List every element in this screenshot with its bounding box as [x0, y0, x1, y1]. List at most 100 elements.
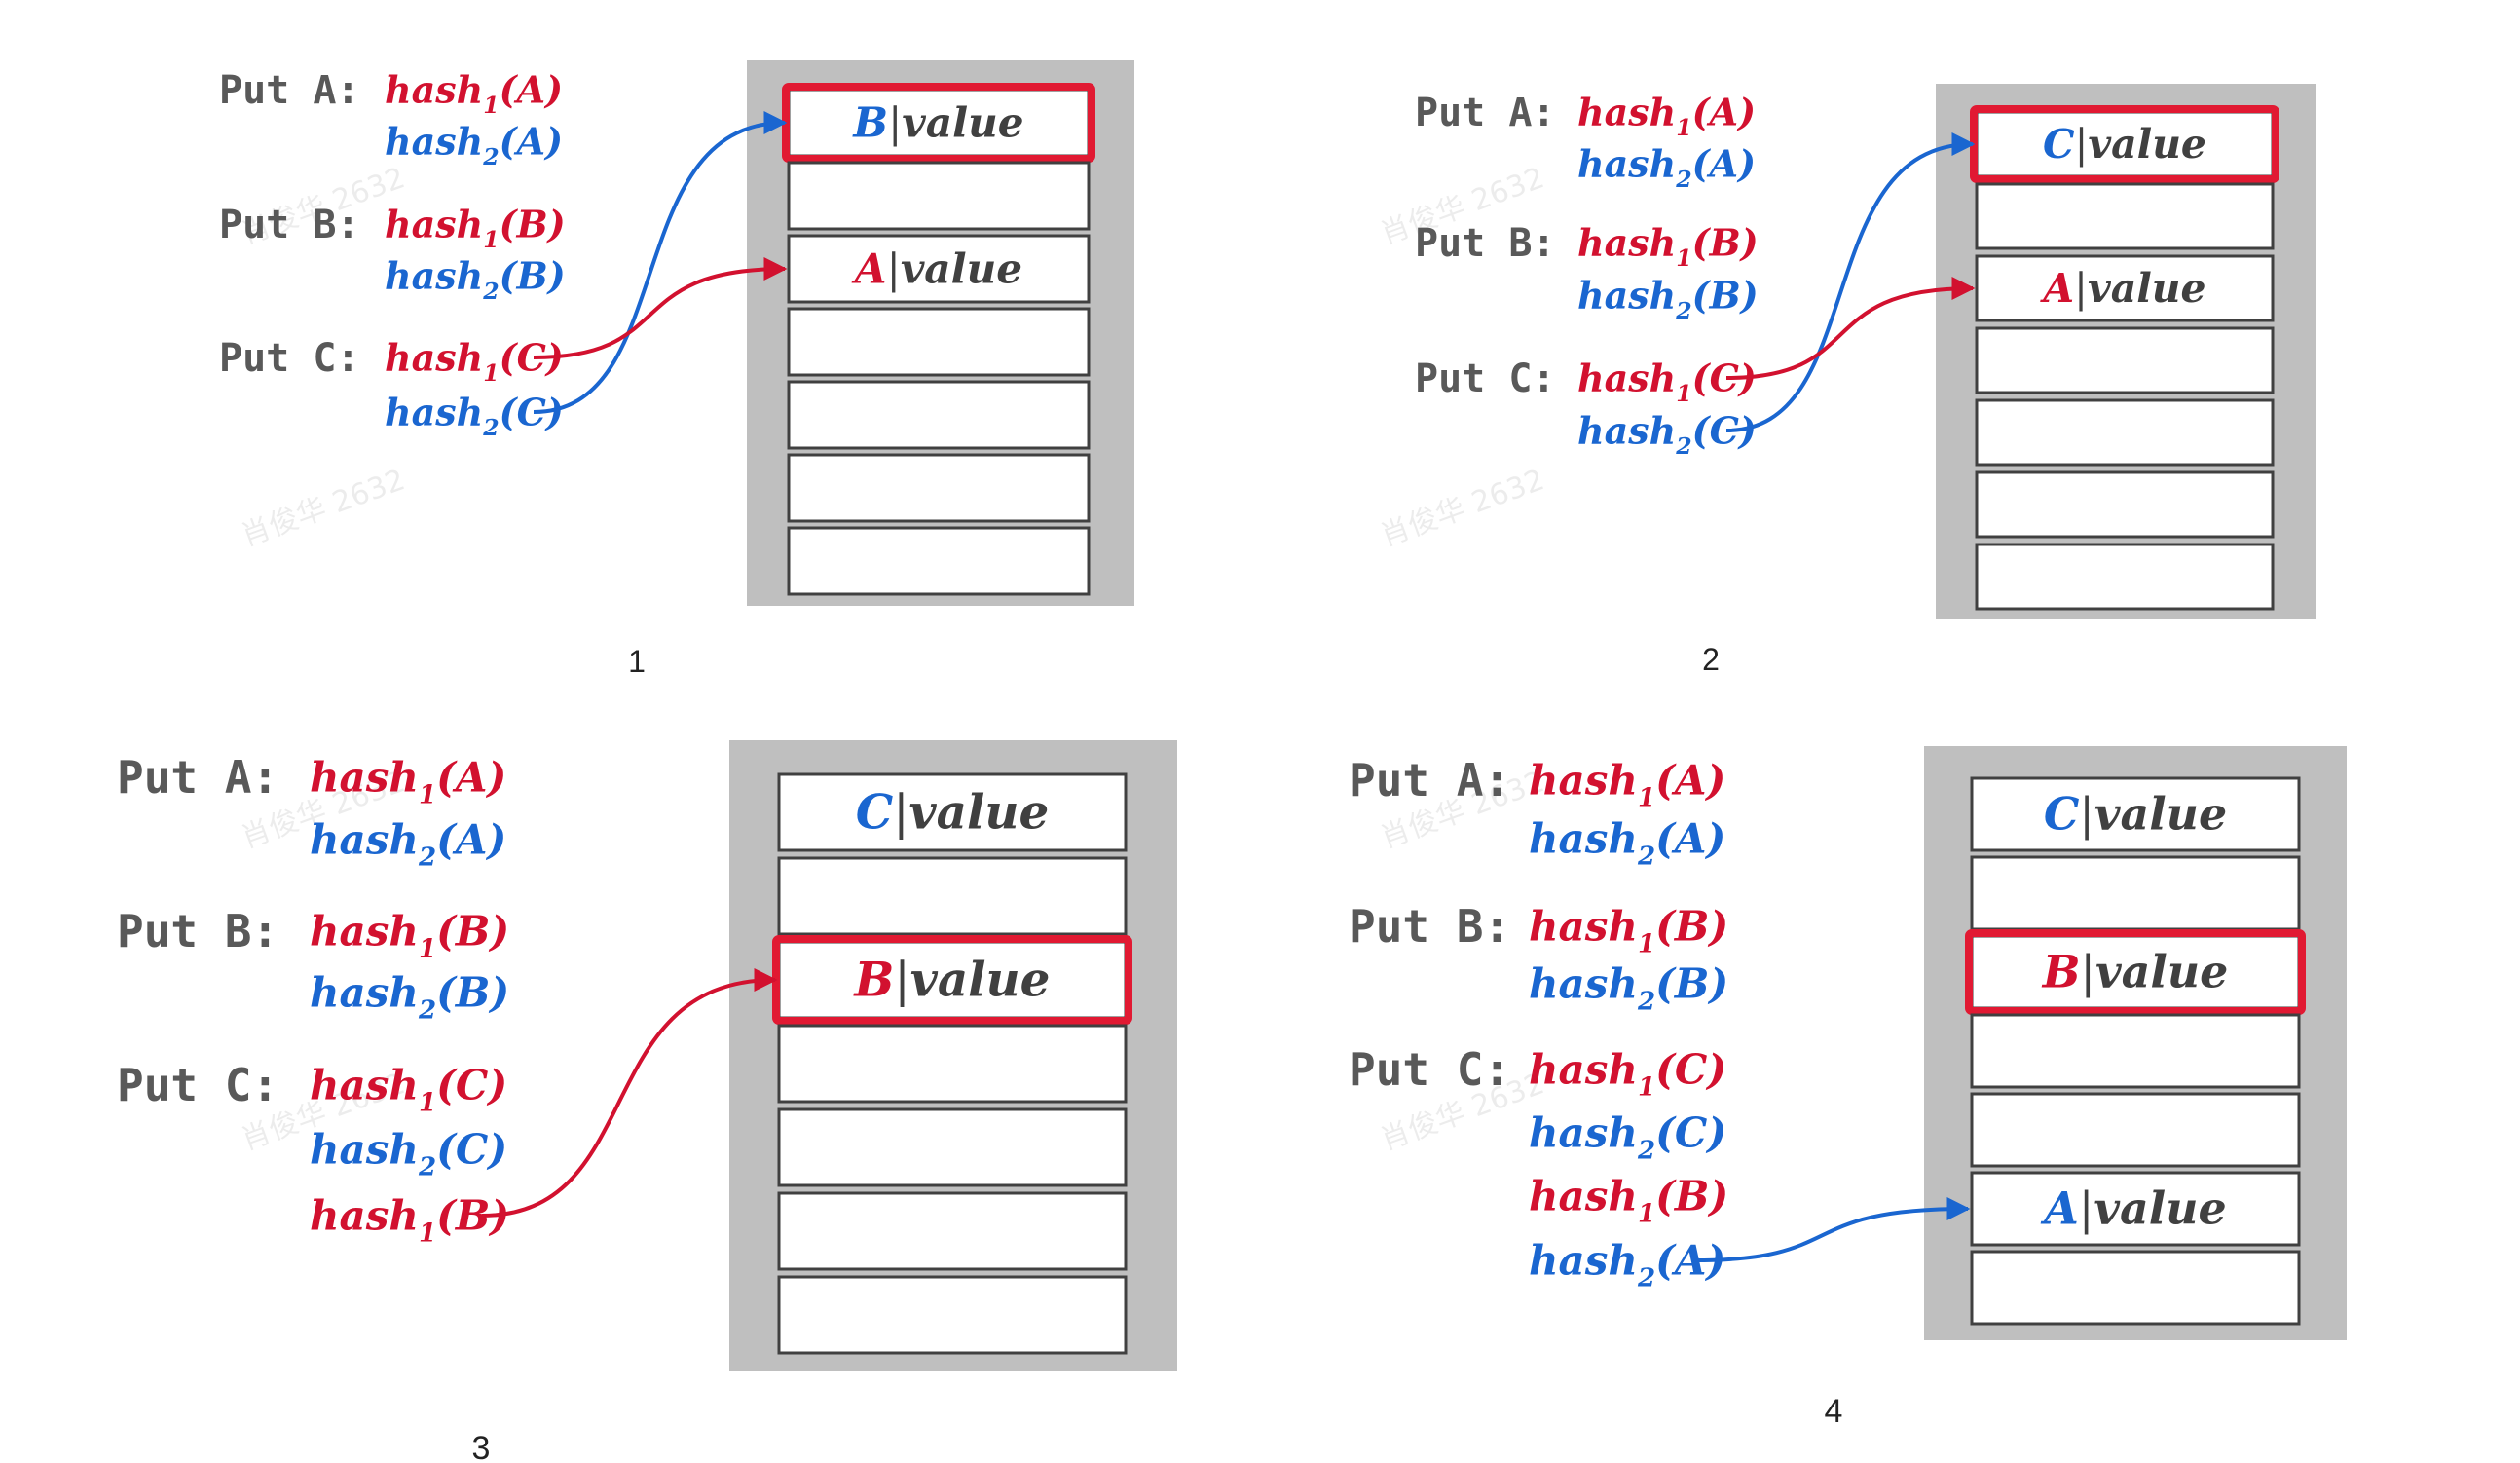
- hash-function-label: hash2(C): [1577, 408, 1757, 460]
- hash-function-label: hash1(C): [385, 335, 564, 387]
- hash-function-label: hash1(C): [310, 1062, 507, 1118]
- slot-entry: A|value: [2039, 265, 2205, 312]
- hash-function-label: hash1(B): [310, 1192, 509, 1249]
- panel-caption: 1: [628, 644, 646, 679]
- table-slot: [1975, 470, 2275, 539]
- table-slot: A|value: [1970, 1171, 2301, 1247]
- table-slot: [1975, 326, 2275, 394]
- hash-arrow: [1725, 277, 1976, 380]
- table-slot: [1970, 855, 2301, 931]
- table-slot: [1970, 1013, 2301, 1089]
- op-label: Put A:: [1349, 754, 1510, 807]
- slot-box: [1970, 855, 2301, 931]
- slot-box: [787, 234, 1091, 304]
- op-label: Put C:: [117, 1059, 278, 1111]
- hash-function-label: hash1(A): [385, 67, 563, 119]
- op-label: Put B:: [219, 203, 360, 247]
- slot-box: [1975, 543, 2275, 611]
- panel-caption: 4: [1825, 1393, 1843, 1430]
- hash-function-label: hash2(A): [310, 816, 506, 873]
- table-slot: [1970, 1092, 2301, 1168]
- hash-function-label: hash1(A): [1577, 90, 1756, 141]
- slot-box: [1975, 326, 2275, 394]
- hash-function-label: hash1(C): [1529, 1046, 1726, 1103]
- op-label: Put A:: [1415, 91, 1556, 135]
- panel-caption: 3: [472, 1430, 491, 1463]
- slot-box: [777, 1107, 1128, 1187]
- op-label: Put A:: [219, 68, 360, 113]
- slot-entry: B|value: [2041, 946, 2229, 998]
- watermark-text: 肖俊华 2632: [2515, 161, 2520, 251]
- hash-function-label: hash2(C): [310, 1126, 507, 1182]
- table-slot: [1975, 182, 2275, 250]
- watermark-text: 肖俊华 2632: [2515, 463, 2520, 553]
- table-slot: [1970, 1250, 2301, 1326]
- slot-box: [1975, 398, 2275, 467]
- watermark-text: 肖俊华 2632: [2515, 765, 2520, 855]
- slot-box: [1970, 776, 2301, 852]
- watermark-text: 肖俊华 2632: [1376, 463, 1548, 553]
- hash-arrow: [481, 968, 778, 1218]
- slot-box: [787, 307, 1091, 377]
- op-label: Put B:: [1415, 221, 1556, 266]
- op-label: Put C:: [1349, 1043, 1510, 1096]
- table-slot: B|value: [772, 935, 1132, 1025]
- slot-box: [1970, 1092, 2301, 1168]
- slot-entry: A|value: [2040, 1182, 2226, 1235]
- hash-function-label: hash2(A): [1577, 141, 1756, 193]
- hash-function-label: hash1(B): [385, 202, 566, 253]
- slot-box: [787, 453, 1091, 523]
- table-slot: [777, 1275, 1128, 1355]
- slot-box: [777, 772, 1128, 852]
- hash-function-label: hash2(B): [310, 969, 509, 1026]
- hash-function-label: hash2(C): [1529, 1109, 1726, 1166]
- slot-box: [1975, 254, 2275, 322]
- slot-box: [777, 940, 1128, 1020]
- table-slot: [787, 380, 1091, 450]
- table-slot: A|value: [1975, 254, 2275, 322]
- table-slot: [777, 1191, 1128, 1271]
- table-slot: [777, 1107, 1128, 1187]
- watermark-text: 肖俊华 2632: [237, 463, 409, 553]
- hash-function-label: hash2(B): [1577, 273, 1759, 324]
- slot-entry: B|value: [853, 953, 1051, 1007]
- hash-function-label: hash1(B): [1529, 903, 1728, 959]
- slot-highlight: [1965, 929, 2306, 1015]
- op-label: Put B:: [1349, 900, 1510, 953]
- hash-function-label: hash1(A): [1529, 757, 1725, 813]
- op-label: Put B:: [117, 905, 278, 957]
- hash-arrow: [533, 111, 788, 414]
- table-slot: [787, 526, 1091, 596]
- table-slot: [777, 856, 1128, 936]
- hash-arrow: [1693, 1197, 1971, 1262]
- slot-box: [787, 161, 1091, 231]
- table-slot: B|value: [782, 83, 1095, 163]
- slot-box: [1970, 1171, 2301, 1247]
- slot-entry: C|value: [2043, 121, 2206, 168]
- hash-function-label: hash2(A): [385, 119, 563, 170]
- slot-box: [1970, 1250, 2301, 1326]
- hash-function-label: hash2(A): [1529, 1237, 1725, 1294]
- table-slot: [1975, 543, 2275, 611]
- slot-box: [1975, 182, 2275, 250]
- slot-box: [1975, 470, 2275, 539]
- hash-function-label: hash2(A): [1529, 815, 1725, 872]
- slot-box: [777, 1191, 1128, 1271]
- hash-function-label: hash2(B): [385, 253, 566, 305]
- slot-box: [787, 526, 1091, 596]
- slot-entry: C|value: [856, 785, 1050, 840]
- slot-box: [777, 856, 1128, 936]
- table-slot: C|value: [777, 772, 1128, 852]
- table-slot: [787, 307, 1091, 377]
- hash-function-label: hash1(C): [1577, 356, 1757, 407]
- watermark-text: 肖俊华 2632: [2515, 1067, 2520, 1157]
- table-slot: C|value: [1970, 105, 2279, 183]
- hash-function-label: hash1(B): [1529, 1173, 1728, 1229]
- table-slot: A|value: [787, 234, 1091, 304]
